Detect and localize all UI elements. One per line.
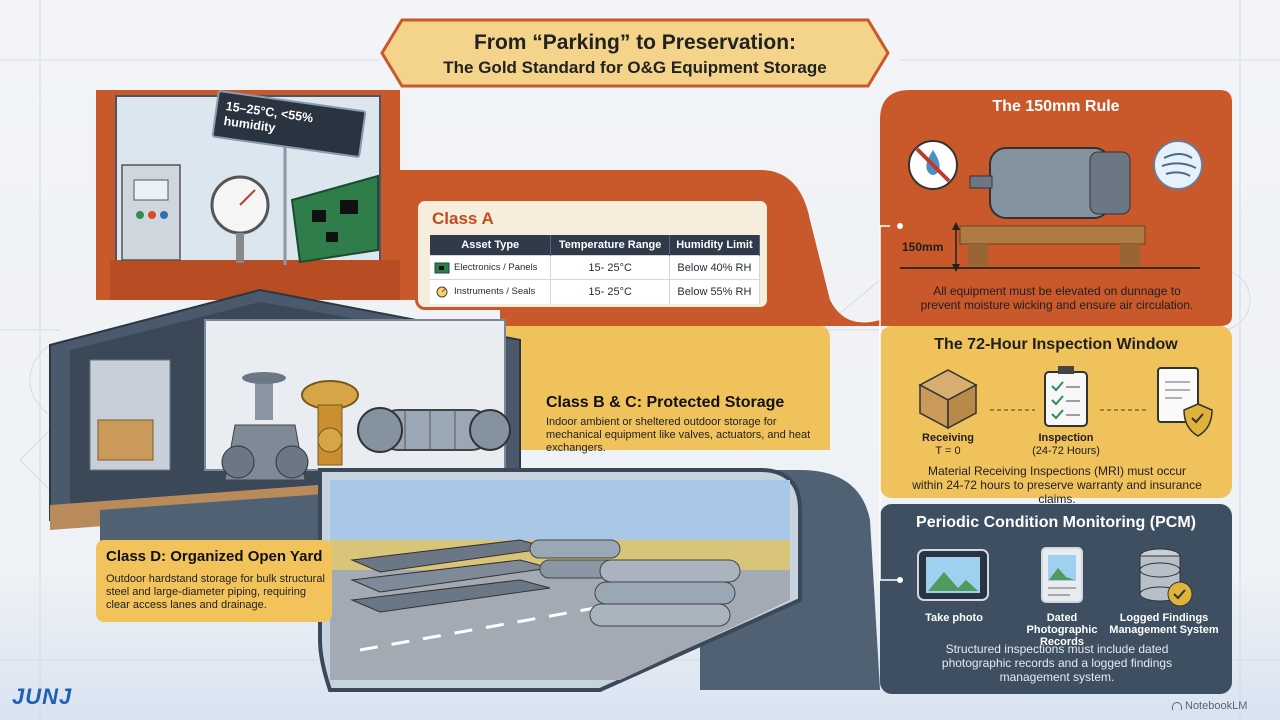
header-humidity-limit: Humidity Limit [669,235,761,256]
class-d-yard [318,468,802,692]
pcm-description: Structured inspections must include date… [941,642,1173,684]
asset-name: Instruments / Seals [454,285,536,297]
airflow-icon [1153,140,1203,190]
class-d-title: Class D: Organized Open Yard [106,548,323,565]
class-bc-title: Class B & C: Protected Storage [546,394,785,411]
gauge-icon [436,286,448,298]
class-a-title: Class A [432,209,494,228]
circuit-board-icon [434,262,450,273]
inspection-title: The 72-Hour Inspection Window [934,336,1178,353]
temperature-value: 15- 25°C [550,279,670,304]
class-d-description: Outdoor hardstand storage for bulk struc… [106,573,325,611]
step-sub: (24-72 Hours) [1032,445,1100,457]
actuator-icon [301,380,359,466]
banner-shape [380,18,890,88]
pcm-step-logged-findings: Logged Findings Management System [1109,612,1219,636]
class-a-panel: Class A Asset Type Temperature Range Hum… [415,198,770,310]
step-sub: T = 0 [935,445,961,457]
brand-logo-right-text: NotebookLM [1185,700,1248,712]
inspection-description: Material Receiving Inspections (MRI) mus… [912,464,1202,506]
document-shield-icon [1157,367,1213,437]
humidity-value: Below 40% RH [669,255,761,280]
pcm-step-take-photo: Take photo [925,612,983,624]
rule150-measure: 150mm [902,240,944,254]
brand-logo-left: JUNJ [12,684,72,710]
step-label: Inspection [1038,432,1094,444]
motor-on-dunnage [900,140,1203,272]
clipboard-check-icon [1044,366,1088,427]
gate-valve-icon [221,372,309,481]
tablet-photo-icon [917,549,989,601]
humidity-value: Below 55% RH [669,279,761,304]
pcm-icons [917,547,1193,607]
circuit-board-icon [290,174,379,264]
step-label: Receiving [922,432,974,444]
class-d-panel: Class D: Organized Open Yard Outdoor har… [96,540,332,622]
pcm-title: Periodic Condition Monitoring (PCM) [916,514,1196,531]
temperature-value: 15- 25°C [550,255,670,280]
title-text: From “Parking” to Preservation: The Gold… [380,30,890,79]
rule150-title: The 150mm Rule [992,98,1120,115]
page-title: From “Parking” to Preservation: [473,31,797,54]
asset-name: Electronics / Panels [454,261,538,273]
heat-exchanger-icon [357,407,511,453]
rule150-description: All equipment must be elevated on dunnag… [920,284,1194,312]
step-receiving: Receiving T = 0 [905,432,991,458]
brand-logo-text: JUNJ [12,684,73,709]
brand-logo-right: NotebookLM [1172,700,1247,712]
pipes-icon [529,539,741,627]
header-asset-type: Asset Type [430,235,552,256]
pressure-gauge-icon [210,175,270,263]
database-check-icon [1139,548,1193,607]
title-banner: From “Parking” to Preservation: The Gold… [380,18,890,88]
step-inspection: Inspection (24-72 Hours) [1020,432,1112,458]
gold-connector [480,326,830,450]
header-temperature-range: Temperature Range [550,235,670,256]
page-subtitle: The Gold Standard for O&G Equipment Stor… [443,58,827,77]
class-bc-description: Indoor ambient or sheltered outdoor stor… [546,416,811,454]
table-row: Electronics / Panels 15- 25°C Below 40% … [430,255,761,280]
inspection-icons [918,366,1213,437]
table-header-row: Asset Type Temperature Range Humidity Li… [430,235,761,256]
box-icon [918,369,978,430]
table-row: Instruments / Seals 15- 25°C Below 55% R… [430,279,761,304]
no-moisture-icon [908,140,958,190]
pcm-step-dated-records: Dated Photographic Records [1026,612,1098,648]
class-a-table: Asset Type Temperature Range Humidity Li… [430,235,761,304]
photo-record-icon [1041,547,1083,603]
dunnage-icon [959,225,1146,245]
notebook-icon [1172,702,1182,710]
